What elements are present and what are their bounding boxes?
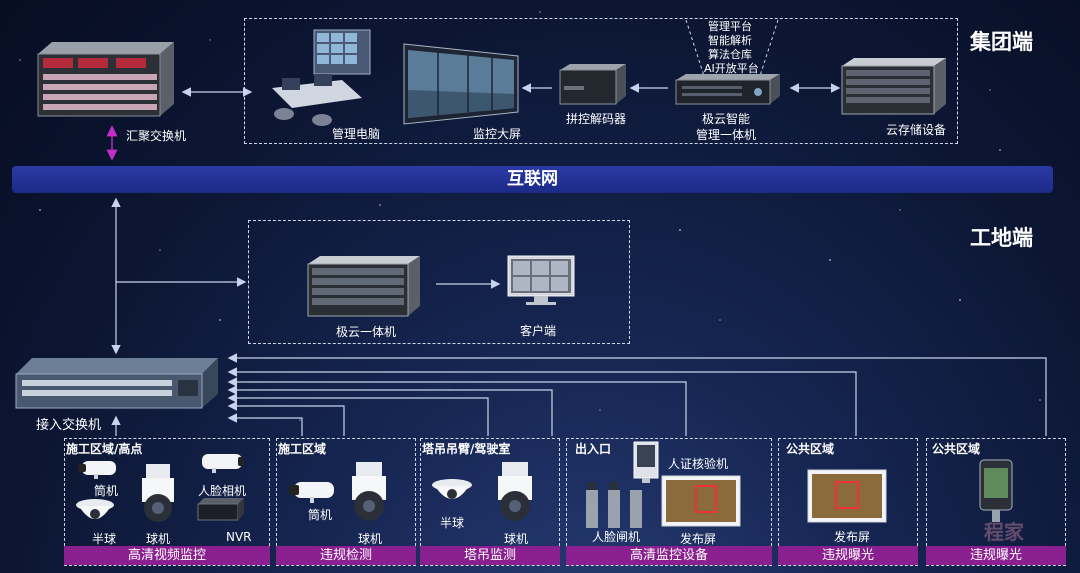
section-1-bar: 高清视频监控	[64, 546, 270, 565]
section-3-bar: 塔吊监测	[420, 546, 560, 565]
section-5-title: 公共区域	[786, 442, 835, 456]
monitor-wall-label: 监控大屏	[473, 127, 522, 141]
watermark-text: 程家	[984, 520, 1024, 544]
jiyun-appliance-icon	[675, 74, 780, 105]
splice-decoder-label: 拼控解码器	[566, 112, 627, 126]
section-4-device-3: 发布屏	[680, 532, 717, 546]
jiyun-feature-4: AI开放平台	[704, 62, 759, 75]
ptz-camera-icon	[352, 462, 386, 521]
section-1-device-1: 筒机	[94, 484, 119, 498]
group-side-box	[244, 18, 958, 144]
dome-camera-icon	[76, 499, 114, 519]
jiyun-appliance-label-1: 极云智能	[702, 112, 751, 126]
access-switch-label: 接入交换机	[36, 418, 102, 433]
jiyun-all-in-one-icon	[307, 256, 420, 317]
section-construction	[276, 438, 416, 566]
nvr-icon	[197, 498, 244, 521]
section-4-device-1: 人证核验机	[668, 457, 729, 471]
section-entrance	[566, 438, 772, 566]
site-side-title: 工地端	[970, 226, 1033, 250]
section-5-device-1: 发布屏	[834, 530, 871, 544]
face-gate-icon	[586, 482, 642, 528]
bullet-camera-icon	[289, 482, 334, 503]
group-side-title: 集团端	[970, 30, 1033, 54]
section-1-device-5: NVR	[226, 530, 252, 544]
management-pc-icon	[272, 29, 371, 126]
section-public-area-2	[926, 438, 1066, 566]
section-construction-high	[64, 438, 270, 566]
section-1-device-3: 半球	[92, 532, 117, 546]
splice-decoder-icon	[559, 64, 626, 105]
jiyun-all-in-one-label: 极云一体机	[336, 325, 397, 339]
section-3-device-2: 球机	[504, 532, 529, 546]
section-2-title: 施工区域	[278, 442, 327, 456]
cloud-storage-label: 云存储设备	[886, 123, 947, 137]
display-screen-icon	[661, 475, 741, 527]
dome-camera-icon	[432, 479, 472, 499]
section-4-title: 出入口	[575, 442, 612, 456]
section-6-bar: 违规曝光	[926, 546, 1066, 565]
face-terminal-icon	[979, 459, 1013, 522]
site-server-box	[248, 220, 630, 344]
section-3-title: 塔吊吊臂/驾驶室	[422, 442, 511, 456]
id-verification-terminal-icon	[633, 441, 659, 483]
section-1-device-4: 球机	[146, 532, 171, 546]
display-screen-icon	[807, 469, 887, 523]
client-monitor-icon	[507, 255, 575, 305]
section-tower-crane	[420, 438, 560, 566]
section-2-bar: 违规检测	[276, 546, 416, 565]
section-2-device-2: 球机	[358, 532, 383, 546]
section-public-area	[778, 438, 918, 566]
section-2-device-1: 筒机	[308, 508, 333, 522]
jiyun-feature-3: 算法仓库	[708, 48, 752, 61]
bullet-camera-icon	[78, 461, 116, 479]
ptz-camera-icon	[498, 462, 532, 521]
ptz-camera-icon	[142, 464, 174, 522]
feature-cone-icon	[685, 19, 779, 77]
section-4-bar: 高清监控设备	[566, 546, 772, 565]
internet-band: 互联网	[12, 166, 1053, 193]
aggregation-switch-icon	[37, 42, 174, 117]
face-camera-icon	[202, 454, 244, 473]
section-6-title: 公共区域	[932, 442, 981, 456]
section-4-device-2: 人脸闸机	[592, 530, 641, 544]
access-switch-icon	[15, 358, 218, 409]
section-1-device-2: 人脸相机	[198, 484, 247, 498]
jiyun-feature-2: 智能解析	[708, 34, 752, 47]
jiyun-feature-1: 管理平台	[708, 20, 752, 33]
management-pc-label: 管理电脑	[332, 127, 381, 141]
section-1-title: 施工区域/高点	[66, 442, 143, 456]
section-3-device-1: 半球	[440, 516, 465, 530]
monitor-wall-icon	[403, 43, 519, 125]
section-5-bar: 违规曝光	[778, 546, 918, 565]
aggregation-switch-label: 汇聚交换机	[126, 129, 187, 143]
cloud-storage-icon	[841, 58, 946, 115]
jiyun-appliance-label-2: 管理一体机	[696, 128, 757, 142]
client-label: 客户端	[520, 324, 557, 338]
